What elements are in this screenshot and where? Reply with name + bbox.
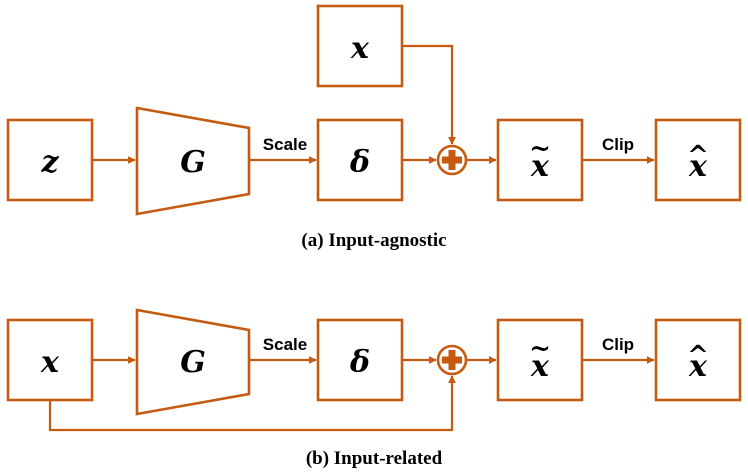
perturbation-label: δ: [349, 345, 370, 380]
scale-edge-label: Scale: [263, 135, 307, 154]
sum-operator-icon: [436, 144, 468, 176]
tilde-accent: ~: [529, 134, 551, 164]
hat-accent: ^: [687, 341, 709, 371]
generator-input-box: [6, 318, 94, 402]
arrow-x-skip-to-sum: [48, 375, 456, 432]
tilde-accent: ~: [529, 334, 551, 364]
sum-operator-icon: [436, 344, 468, 376]
perturbation-label: δ: [349, 145, 370, 180]
final-output-label: x: [688, 149, 708, 184]
generator-label: G: [180, 145, 206, 180]
sum-output-box: [496, 318, 584, 402]
noise-input-box: [6, 118, 94, 202]
perturbation-box: [316, 318, 404, 402]
caption-input-agnostic: (a) Input-agnostic: [301, 230, 446, 251]
panel-input-related: x G δ x ~ x ^ Scale Clip (b) Input-: [6, 308, 742, 469]
clean-input-box: [316, 4, 404, 88]
sum-output-label: x: [530, 349, 550, 384]
perturbation-box: [316, 118, 404, 202]
final-output-box: [654, 118, 742, 202]
clip-edge-label: Clip: [602, 135, 634, 154]
arrow-x-to-sum: [402, 44, 456, 145]
generator-block: [135, 106, 251, 216]
noise-input-label: z: [40, 145, 59, 180]
scale-edge-label: Scale: [263, 335, 307, 354]
clean-input-label: x: [350, 31, 370, 66]
final-output-label: x: [688, 349, 708, 384]
generator-label: G: [180, 345, 206, 380]
final-output-box: [654, 318, 742, 402]
hat-accent: ^: [687, 141, 709, 171]
panel-input-agnostic: x z G δ x ~ x ^ Scale Clip: [6, 4, 742, 251]
caption-input-related: (b) Input-related: [306, 448, 443, 469]
sum-output-label: x: [530, 149, 550, 184]
generator-input-label: x: [40, 345, 60, 380]
clip-edge-label: Clip: [602, 335, 634, 354]
sum-output-box: [496, 118, 584, 202]
generator-block: [135, 308, 251, 416]
